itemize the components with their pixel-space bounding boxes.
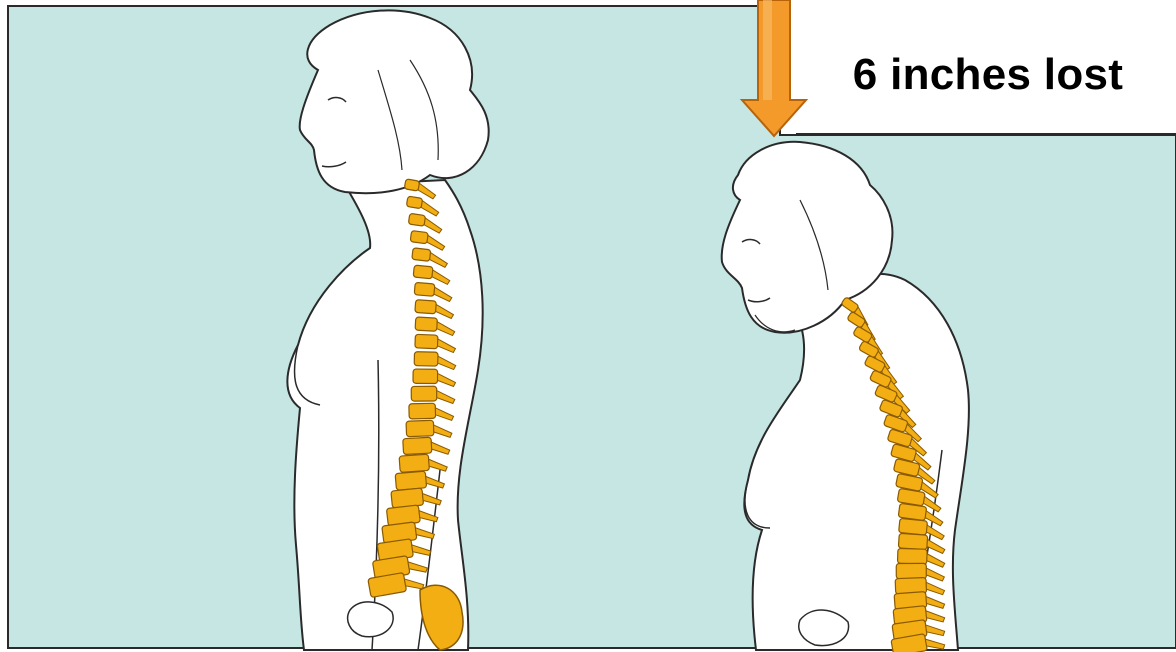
vertebra xyxy=(413,265,433,279)
vertebra xyxy=(415,317,437,331)
vertebra xyxy=(413,369,438,383)
vertebra xyxy=(899,518,928,535)
vertebra xyxy=(404,179,420,191)
height-loss-label: 6 inches lost xyxy=(800,40,1176,110)
vertebra xyxy=(415,334,438,348)
vertebra xyxy=(395,471,427,490)
vertebra xyxy=(414,282,435,296)
vertebra xyxy=(414,352,438,366)
vertebra xyxy=(412,248,431,262)
vertebra xyxy=(399,454,429,472)
figure-before xyxy=(287,10,488,650)
vertebra xyxy=(415,300,437,314)
vertebra xyxy=(403,437,432,454)
vertebra xyxy=(898,533,927,549)
vertebra xyxy=(391,488,424,508)
vertebra xyxy=(409,403,436,419)
vertebra xyxy=(406,196,422,209)
vertebra xyxy=(896,563,926,578)
vertebra xyxy=(411,386,437,401)
vertebra xyxy=(897,548,927,564)
vertebra xyxy=(406,420,434,437)
vertebra xyxy=(410,231,428,244)
vertebra xyxy=(408,213,425,226)
